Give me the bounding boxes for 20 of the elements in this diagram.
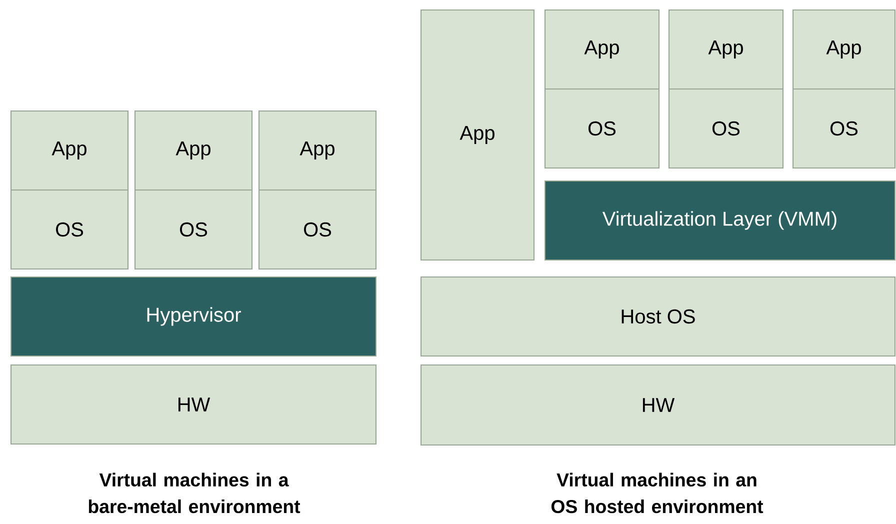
layer-band: HW [420,364,896,446]
caption: Virtual machines in an OS hosted environment [551,472,764,514]
layer-box: OS [258,189,377,270]
layer-box: App [420,9,535,261]
caption: Virtual machines in a bare-metal environment [88,472,300,514]
layer-band: Hypervisor [10,276,377,357]
layer-box: App [668,9,784,90]
layer-box: OS [792,88,896,169]
layer-box: App [10,110,129,191]
layer-band: Virtualization Layer (VMM) [544,180,896,261]
layer-box: App [134,110,253,191]
layer-band: Host OS [420,276,896,357]
layer-box: OS [10,189,129,270]
layer-box: App [544,9,660,90]
layer-band: HW [10,364,377,445]
layer-box: App [258,110,377,191]
layer-box: OS [668,88,784,169]
layer-box: App [792,9,896,90]
layer-box: OS [134,189,253,270]
layer-box: OS [544,88,660,169]
